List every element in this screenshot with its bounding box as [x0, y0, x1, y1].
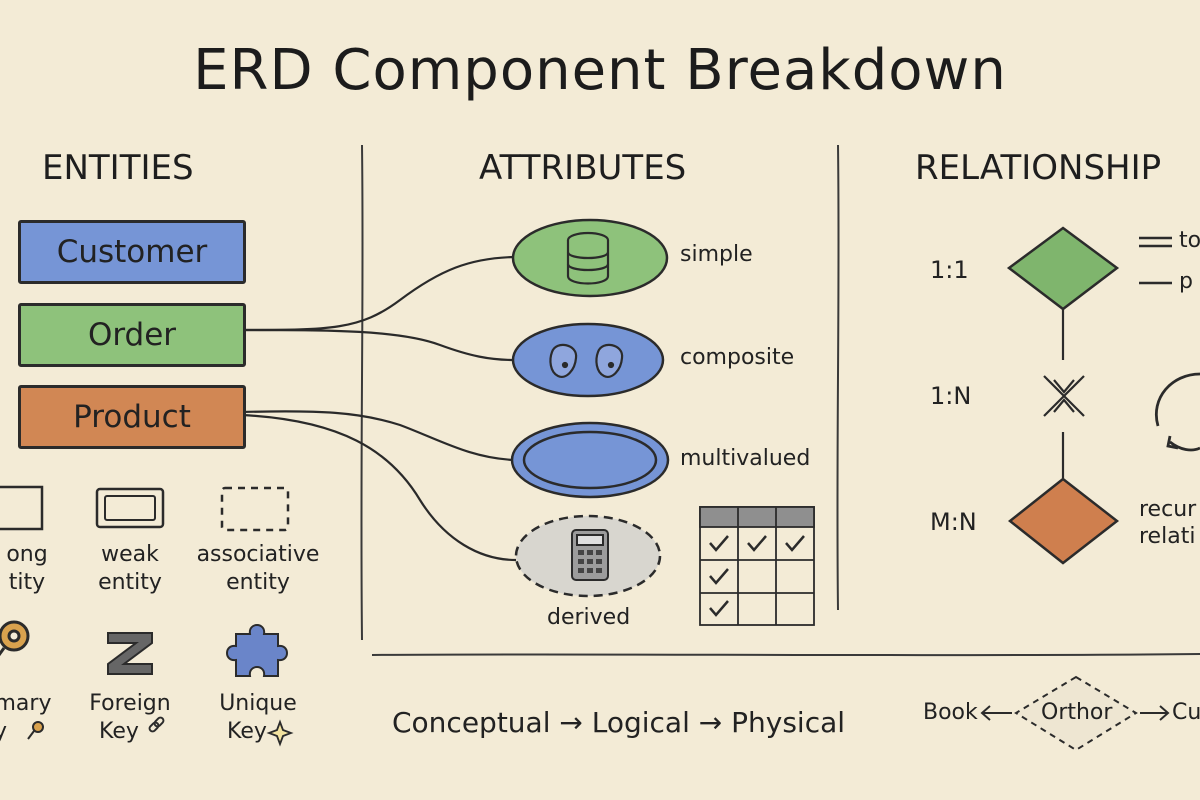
strong-entity-line1: ong	[6, 542, 48, 567]
legend-label-2: p	[1179, 269, 1193, 294]
unique-key-label: Unique Key	[208, 690, 308, 746]
weak-entity-outer-box-icon	[95, 487, 165, 529]
connector-product-derived	[241, 413, 517, 562]
one-to-one-diamond	[1006, 226, 1120, 311]
connector-order-simple	[241, 255, 515, 332]
foreign-key-line2: Key	[99, 719, 139, 744]
key-icon	[0, 620, 30, 657]
divider-right	[836, 144, 840, 611]
connector-order-composite	[241, 328, 515, 362]
weak-entity-inner-box-icon	[104, 495, 156, 521]
checkbox-grid-icon	[699, 506, 815, 626]
example-left-label: Book	[923, 700, 978, 725]
recursive-relationship-label: recur relati	[1139, 496, 1196, 550]
one-to-many-arrows-icon	[1043, 375, 1085, 417]
multivalued-attribute-label: multivalued	[680, 446, 811, 471]
small-key-glyph-icon	[27, 721, 44, 740]
foreign-key-line1: Foreign	[89, 691, 171, 716]
divider-bottom	[371, 653, 1200, 657]
modeling-flow-text: Conceptual → Logical → Physical	[392, 706, 846, 739]
example-right-label: Cu	[1172, 700, 1200, 725]
associative-entity-dashed-box-icon	[220, 486, 290, 532]
weak-entity-line2: entity	[98, 570, 162, 595]
orthor-dashed-diamond	[1014, 675, 1138, 752]
simple-attribute-label: simple	[680, 242, 753, 267]
strong-entity-line2: tity	[8, 570, 46, 595]
legend-lines-icon	[1139, 236, 1172, 285]
weak-entity-line1: weak	[101, 542, 159, 567]
many-to-many-label: M:N	[930, 508, 977, 536]
sparkle-icon	[266, 719, 294, 747]
unique-key-line2: Key	[227, 719, 267, 744]
page-title: ERD Component Breakdown	[193, 38, 1007, 103]
associative-entity-line2: entity	[226, 570, 290, 595]
entities-heading: ENTITIES	[42, 148, 194, 188]
derived-attribute-label: derived	[547, 605, 631, 630]
example-middle-label: Orthor	[1041, 700, 1113, 725]
entity-order-label: Order	[87, 317, 177, 353]
primary-key-line1: mary	[0, 691, 52, 716]
legend-label-1: to	[1179, 228, 1200, 253]
multivalued-attribute-inner-ellipse	[522, 430, 658, 490]
attributes-heading: ATTRIBUTES	[479, 148, 687, 188]
associative-entity-label: associative entity	[190, 541, 326, 597]
one-to-one-label: 1:1	[930, 256, 969, 284]
composite-attribute-ellipse	[511, 322, 665, 398]
connector-product-multivalued	[241, 410, 515, 462]
calculator-icon	[571, 529, 609, 581]
strong-entity-box-icon	[0, 485, 44, 531]
relationships-heading: RELATIONSHIP	[915, 148, 1162, 188]
z-key-icon	[107, 632, 153, 675]
entity-product-label: Product	[73, 399, 191, 435]
entity-customer-label: Customer	[56, 234, 208, 270]
database-icon	[566, 231, 610, 285]
chain-link-icon	[148, 716, 165, 733]
recursive-line1: recur	[1139, 497, 1197, 522]
associative-entity-line1: associative	[196, 542, 320, 567]
recursive-line2: relati	[1139, 524, 1196, 549]
primary-key-label: mary y	[0, 690, 52, 746]
weak-entity-label: weak entity	[80, 541, 180, 597]
recursive-arrow-icon	[1155, 372, 1200, 452]
puzzle-icon	[226, 624, 288, 677]
entity-customer: Customer	[18, 220, 246, 284]
primary-key-line2: y	[0, 719, 8, 744]
many-to-many-diamond	[1007, 477, 1120, 565]
entity-order: Order	[18, 303, 246, 367]
entity-product: Product	[18, 385, 246, 449]
foreign-key-label: Foreign Key	[80, 690, 180, 746]
one-to-many-label: 1:N	[930, 382, 972, 410]
multivalued-attribute-outer-ellipse	[510, 421, 670, 499]
example-arrows-icon	[980, 705, 1170, 721]
composite-attribute-label: composite	[680, 345, 795, 370]
divider-left	[360, 144, 364, 641]
strong-entity-label: ong tity	[0, 541, 62, 597]
unique-key-line1: Unique	[219, 691, 297, 716]
footprints-icon	[549, 343, 624, 378]
